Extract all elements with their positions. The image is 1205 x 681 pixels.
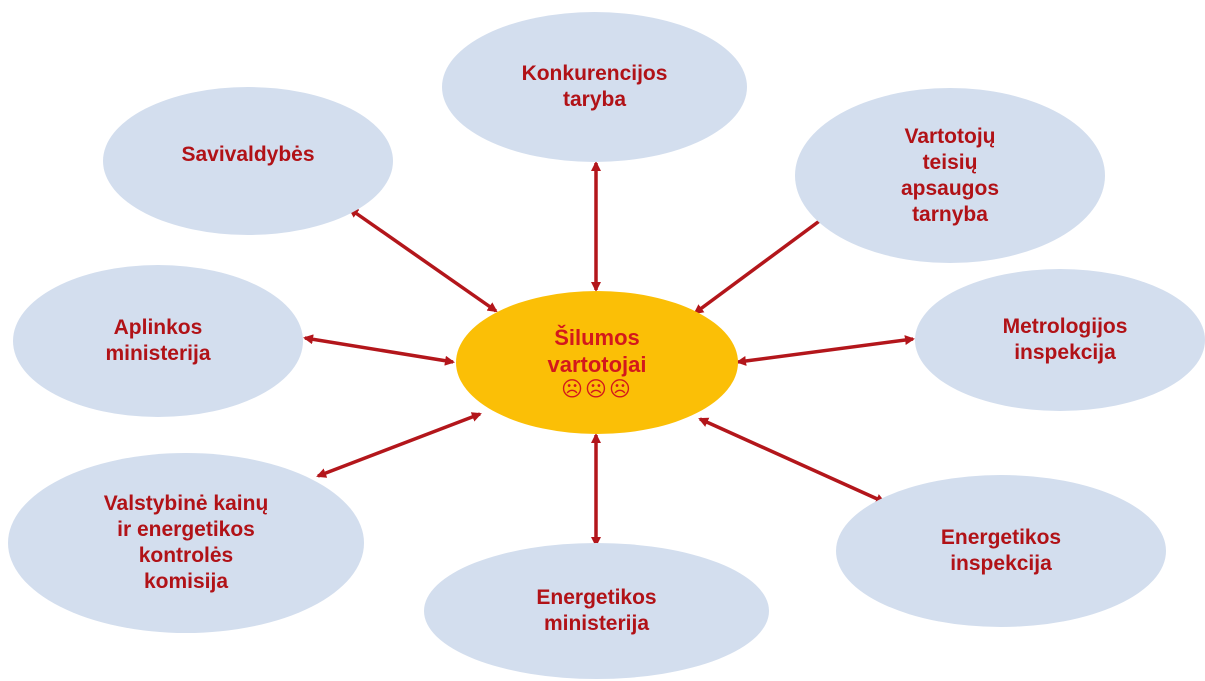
node-label: Vartotojų teisių apsaugos tarnyba [900, 124, 1000, 226]
node-energetikos-ministerija: Energetikos ministerija [424, 543, 769, 679]
center-label: Šilumos vartotojai [547, 324, 647, 377]
node-aplinkos-ministerija: Aplinkos ministerija [13, 265, 303, 417]
node-energetikos-inspekcija: Energetikos inspekcija [836, 475, 1166, 627]
node-label: Metrologijos inspekcija [1002, 315, 1128, 364]
arrow-metrologijos-inspekcija [736, 335, 915, 366]
sad-faces-icon: ☹☹☹ [561, 377, 633, 401]
node-valstybine-kainu-komisija: Valstybinė kainų ir energetikos kontrolė… [8, 453, 364, 633]
arrow-aplinkos-ministerija [303, 334, 455, 366]
node-savivaldybes: Savivaldybės [103, 87, 393, 235]
node-label: Energetikos inspekcija [940, 526, 1062, 575]
node-label: Konkurencijos taryba [521, 62, 668, 111]
node-konkurencijos-taryba: Konkurencijos taryba [442, 12, 747, 162]
node-label: Energetikos ministerija [536, 586, 657, 635]
node-label: Aplinkos ministerija [105, 316, 211, 365]
arrow-valstybine-kainu-komisija [316, 412, 482, 478]
node-silumos-vartotojai: Šilumos vartotojai ☹☹☹ [456, 291, 738, 434]
arrow-savivaldybes [348, 207, 498, 313]
arrow-energetikos-inspekcija [698, 417, 886, 504]
node-label: Savivaldybės [181, 143, 315, 166]
arrow-vartotoju-teisiu-apsaugos-tarnyba [693, 206, 839, 315]
node-vartotoju-teisiu-apsaugos-tarnyba: Vartotojų teisių apsaugos tarnyba [795, 88, 1105, 263]
node-label: Valstybinė kainų ir energetikos kontrolė… [103, 492, 269, 593]
node-metrologijos-inspekcija: Metrologijos inspekcija [915, 269, 1205, 411]
